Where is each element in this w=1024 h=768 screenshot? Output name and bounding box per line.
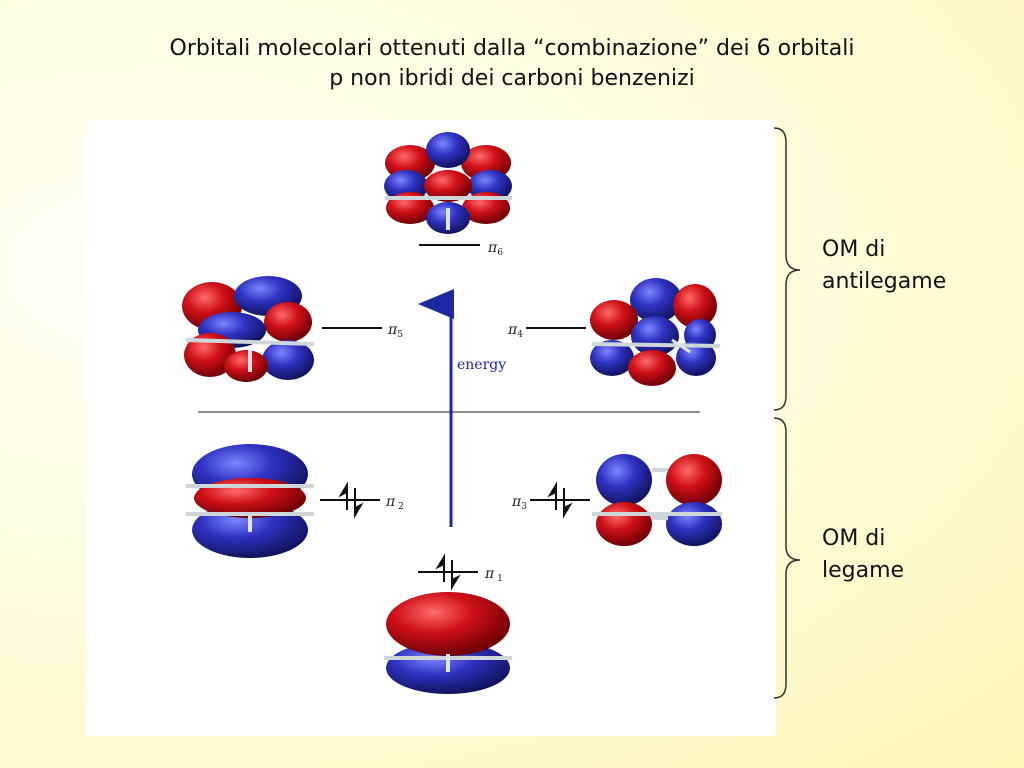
label-pi5: π5 — [387, 322, 403, 340]
antibonding-label-line1: OM di — [822, 237, 886, 262]
orbital-pi6-image — [384, 132, 512, 234]
label-pi1: π 1 — [484, 566, 503, 584]
energy-axis-label: energy — [457, 357, 506, 373]
label-pi2: π 2 — [385, 494, 404, 512]
label-pi3: π3 — [511, 494, 527, 512]
slide-title: Orbitali molecolari ottenuti dalla “comb… — [0, 34, 1024, 94]
orbital-pi5-image — [182, 276, 315, 382]
electron-pair-pi1 — [435, 553, 461, 591]
title-line-1: Orbitali molecolari ottenuti dalla “comb… — [169, 36, 855, 61]
electron-pair-pi3 — [547, 481, 573, 519]
orbital-pi3-image — [592, 454, 722, 546]
label-pi4: π4 — [507, 322, 523, 340]
orbital-pi2-image — [186, 444, 314, 558]
title-line-2: p non ibridi dei carboni benzenizi — [329, 66, 695, 91]
orbital-pi1-image — [384, 592, 512, 694]
antibonding-label: OM di antilegame — [822, 234, 946, 298]
antibonding-brace — [773, 127, 801, 411]
bonding-label: OM di legame — [822, 523, 904, 587]
bonding-brace — [773, 417, 801, 699]
antibonding-label-line2: antilegame — [822, 269, 947, 294]
orbital-pi4-image — [590, 278, 721, 386]
electron-pair-pi2 — [338, 481, 364, 519]
label-pi6: π6 — [487, 240, 503, 258]
bonding-label-line2: legame — [822, 558, 905, 583]
bonding-label-line1: OM di — [822, 526, 886, 551]
